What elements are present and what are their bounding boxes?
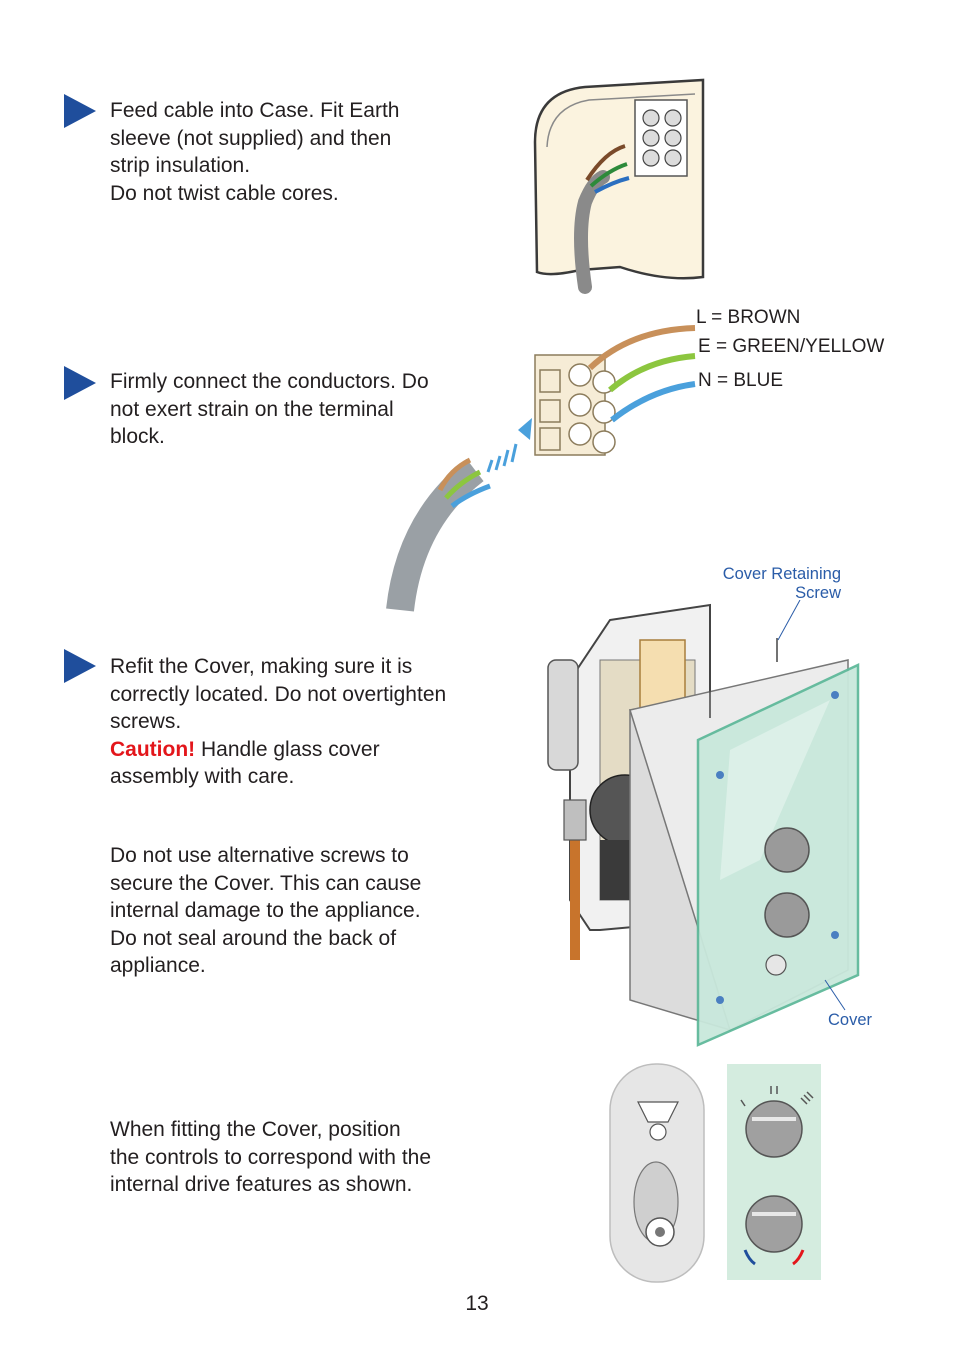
text-line: not exert strain on the terminal	[110, 397, 394, 421]
wire-legend-neutral: N = BLUE	[698, 370, 784, 391]
text-line: internal drive features as shown.	[110, 1173, 413, 1196]
internal-drive-illustration	[609, 1063, 705, 1283]
caution-label: Caution!	[110, 737, 196, 761]
controls-illustration	[727, 1064, 821, 1280]
step-3-text: Refit the Cover, making sure it is corre…	[110, 653, 446, 791]
caution-text: Handle glass cover	[195, 737, 380, 761]
text-line: strip insulation.	[110, 154, 251, 177]
caution-line: Caution! Handle glass cover	[110, 736, 446, 764]
step-arrow-icon	[64, 94, 96, 128]
text-line: Do not seal around the back of	[110, 926, 397, 950]
text-line: block.	[110, 425, 165, 448]
text-line: Do not twist cable cores.	[110, 181, 339, 205]
text-line: Firmly connect the conductors. Do	[110, 370, 429, 393]
text-line: sleeve (not supplied) and then	[110, 126, 392, 150]
text-line: Refit the Cover, making sure it is	[110, 655, 413, 678]
text-line: When fitting the Cover, position	[110, 1118, 401, 1141]
text-line: the controls to correspond with the	[110, 1145, 432, 1169]
text-line: appliance.	[110, 954, 206, 977]
terminal-block-illustration	[386, 325, 696, 612]
cover-retaining-screw-label: Cover Retaining Screw	[711, 565, 841, 603]
step-arrow-icon	[64, 649, 96, 683]
cover-label: Cover	[828, 1011, 873, 1029]
cover-fitting-illustration	[547, 600, 860, 1047]
text-line: correctly located. Do not overtighten	[110, 682, 447, 706]
text-line: screws.	[110, 710, 182, 733]
text-line: Do not use alternative screws to	[110, 844, 409, 867]
controls-position-note: When fitting the Cover, position the con…	[110, 1116, 431, 1199]
text-line: assembly with care.	[110, 765, 295, 788]
step-arrow-icon	[64, 366, 96, 400]
step-1-text: Feed cable into Case. Fit Earth sleeve (…	[110, 97, 399, 207]
wire-legend-live: L = BROWN	[696, 307, 801, 328]
step-2-text: Firmly connect the conductors. Do not ex…	[110, 368, 429, 451]
text-line: internal damage to the appliance.	[110, 899, 421, 922]
case-cable-illustration	[533, 78, 705, 294]
page-number: 13	[465, 1292, 489, 1315]
text-line: secure the Cover. This can cause	[110, 871, 422, 895]
callout-line: Cover Retaining	[722, 565, 841, 583]
wire-legend-earth: E = GREEN/YELLOW	[698, 336, 885, 357]
text-line: Feed cable into Case. Fit Earth	[110, 99, 400, 122]
callout-line: Screw	[795, 584, 841, 602]
screw-warning-note: Do not use alternative screws to secure …	[110, 842, 421, 980]
